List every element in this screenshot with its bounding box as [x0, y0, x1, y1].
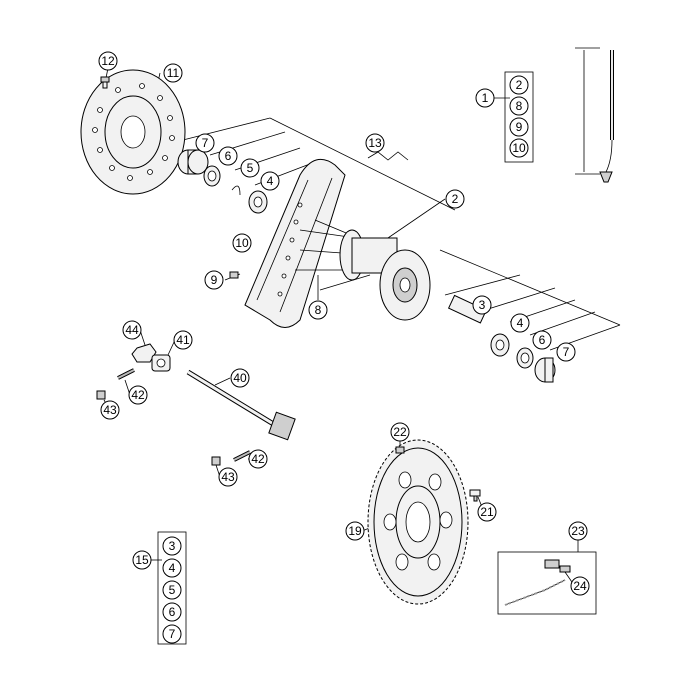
callout-24-label: 24: [573, 579, 587, 593]
axle-nut: [131, 343, 157, 363]
callout-8-label: 8: [315, 303, 322, 317]
callout-24: 24: [570, 576, 590, 596]
callout-12-label: 12: [101, 54, 115, 68]
rim-tape: [367, 151, 409, 161]
callout-22-label: 22: [393, 425, 407, 439]
callout-9-label: 9: [211, 273, 218, 287]
callout-43-right: 43: [218, 467, 238, 487]
callout-42-left-label: 42: [131, 388, 145, 402]
callout-10-label: 10: [235, 236, 249, 250]
kit-box-1: 2 8 9 10: [504, 71, 534, 163]
callout-11: 11: [163, 63, 183, 83]
callout-15-label: 15: [135, 553, 149, 567]
callout-2-label: 2: [452, 192, 459, 206]
callout-6-lower-label: 6: [539, 333, 546, 347]
callout-41: 41: [173, 330, 193, 350]
bearing-stack-lower: [447, 294, 556, 383]
axle: [186, 369, 296, 441]
callout-2: 2: [445, 189, 465, 209]
callout-7-upper-label: 7: [202, 136, 209, 150]
disc-screw: [100, 76, 110, 89]
chain-adjuster-left: [151, 354, 171, 372]
callout-7-upper: 7: [195, 133, 215, 153]
callout-15: 15: [132, 550, 152, 570]
callout-4-lower-label: 4: [517, 316, 524, 330]
callout-1-label: 1: [482, 91, 489, 105]
callout-7-lower-label: 7: [563, 345, 570, 359]
callout-12: 12: [98, 51, 118, 71]
callout-43-right-label: 43: [221, 470, 235, 484]
adjuster-nut-right: [211, 456, 221, 466]
callout-8: 8: [308, 300, 328, 320]
kit-15-item-3: 6: [169, 605, 176, 619]
rim: [244, 158, 346, 328]
callout-23: 23: [568, 521, 588, 541]
callout-6-lower: 6: [532, 330, 552, 350]
callout-41-label: 41: [176, 333, 190, 347]
kit-15-item-2: 5: [169, 583, 176, 597]
callout-5-upper-label: 5: [247, 161, 254, 175]
kit-15-item-1: 4: [169, 561, 176, 575]
callout-44-label: 44: [125, 323, 139, 337]
hub: [339, 229, 431, 321]
callout-6-upper: 6: [218, 146, 238, 166]
kit-1-item-0: 2: [516, 78, 523, 92]
callout-3: 3: [472, 295, 492, 315]
callout-3-label: 3: [479, 298, 486, 312]
sprocket-bolt: [469, 489, 481, 502]
callout-4-lower: 4: [510, 313, 530, 333]
callout-11-label: 11: [167, 66, 180, 80]
callout-43-left-label: 43: [103, 403, 117, 417]
callout-23-label: 23: [571, 524, 585, 538]
chain-box: [497, 551, 597, 615]
callout-40: 40: [230, 368, 250, 388]
callout-42-left: 42: [128, 385, 148, 405]
callout-1: 1: [475, 88, 495, 108]
callout-19: 19: [345, 521, 365, 541]
sprocket-nut: [395, 446, 405, 454]
bearing-stack-upper: [177, 149, 268, 214]
callout-5-upper: 5: [240, 158, 260, 178]
kit-15-item-0: 3: [169, 539, 176, 553]
adjuster-screw-right: [233, 450, 251, 462]
callout-13-label: 13: [368, 136, 382, 150]
callout-21-label: 21: [480, 505, 494, 519]
callout-6-upper-label: 6: [225, 149, 232, 163]
callout-40-label: 40: [233, 371, 247, 385]
spoke-nipple: [229, 271, 239, 279]
kit-box-15: 3 4 5 6 7: [157, 531, 187, 645]
kit-15-item-4: 7: [169, 627, 176, 641]
adjuster-nut-left: [96, 390, 106, 400]
kit-1-item-3: 10: [512, 141, 526, 155]
callout-9: 9: [204, 270, 224, 290]
spoke: [599, 50, 614, 183]
callout-42-right-label: 42: [251, 452, 265, 466]
kit-1-item-1: 8: [516, 99, 523, 113]
callout-7-lower: 7: [556, 342, 576, 362]
kit-1-item-2: 9: [516, 120, 523, 134]
callout-4-upper-label: 4: [267, 174, 274, 188]
callout-21: 21: [477, 502, 497, 522]
callout-10: 10: [232, 233, 252, 253]
adjuster-screw-left: [117, 368, 135, 380]
callout-19-label: 19: [348, 524, 362, 538]
sprocket: [367, 439, 469, 605]
callout-4-upper: 4: [260, 171, 280, 191]
callout-42-right: 42: [248, 449, 268, 469]
callout-44: 44: [122, 320, 142, 340]
brake-disc: [80, 69, 186, 195]
callout-43-left: 43: [100, 400, 120, 420]
callout-13: 13: [365, 133, 385, 153]
callout-22: 22: [390, 422, 410, 442]
